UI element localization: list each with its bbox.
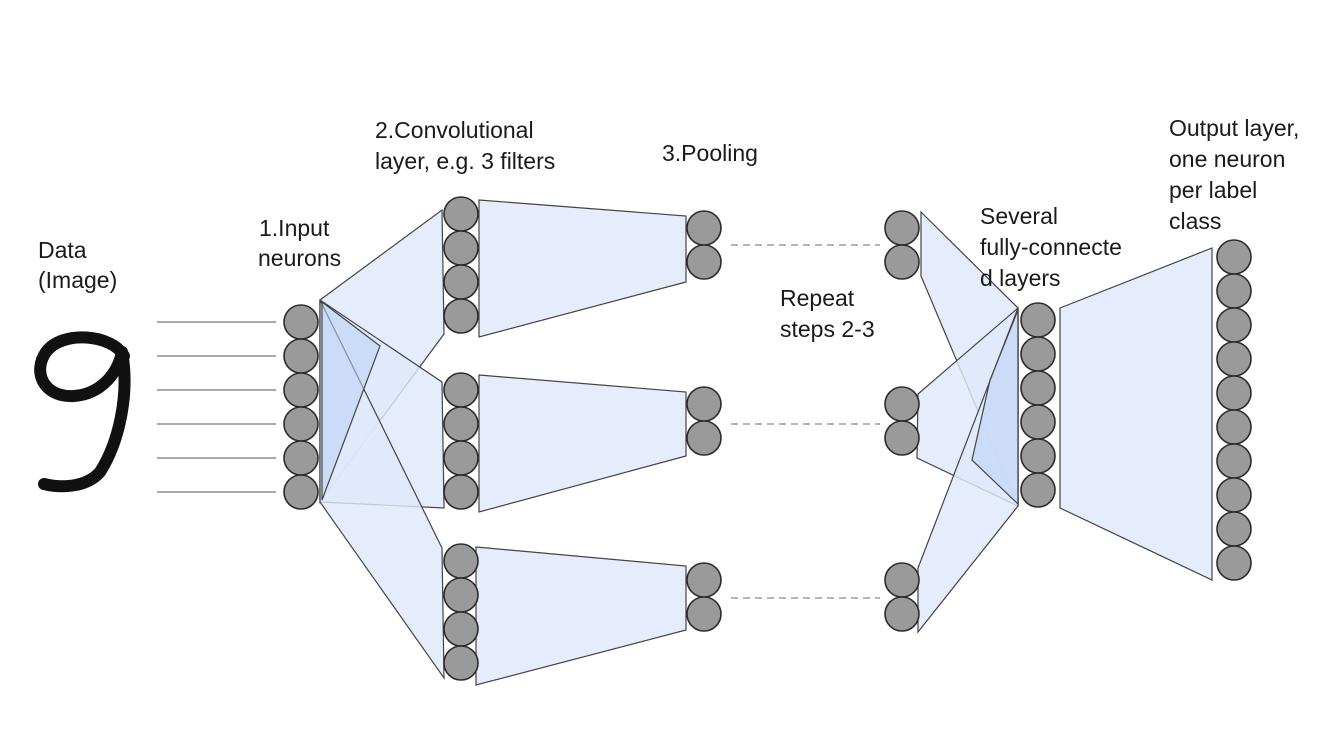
input-neurons-label: 1.Input neurons <box>258 215 341 271</box>
fully-connected-neurons <box>1020 302 1056 508</box>
repeated-pooling-neurons <box>884 210 920 632</box>
fc-label-line-2: fully-connecte <box>980 234 1122 260</box>
pooling-trapezoid-1 <box>478 199 687 338</box>
input-lines <box>157 321 276 493</box>
data-label-line-2: (Image) <box>38 267 117 293</box>
input-to-conv-connections <box>319 208 445 680</box>
fc-to-output-connection <box>1059 247 1213 581</box>
conv-filter-1-neurons <box>443 196 479 334</box>
repeat-dashed-lines <box>731 244 880 599</box>
input-neurons <box>283 304 319 510</box>
conv-filter-2-neurons <box>443 372 479 510</box>
repeat-steps-label: Repeat steps 2-3 <box>780 285 875 342</box>
pooling-label: 3.Pooling <box>662 140 758 166</box>
conv-label-line-2: layer, e.g. 3 filters <box>375 148 555 174</box>
fully-connected-label: Several fully-connecte d layers <box>980 203 1122 291</box>
output-label-line-3: per label <box>1169 177 1257 203</box>
fc-label-line-3: d layers <box>980 265 1061 291</box>
handwritten-digit-icon <box>34 331 131 493</box>
convolutional-layer-label: 2.Convolutional layer, e.g. 3 filters <box>375 117 555 174</box>
output-label-line-4: class <box>1169 208 1221 234</box>
input-label-line-1: 1.Input <box>259 215 330 241</box>
conv-label-line-1: 2.Convolutional <box>375 117 534 143</box>
pooling-neurons <box>686 210 722 632</box>
fc-overlap-region <box>971 309 1019 506</box>
output-neurons <box>1216 239 1252 581</box>
repeat-label-line-2: steps 2-3 <box>780 316 875 342</box>
conv-filter-3-neurons <box>443 543 479 681</box>
input-label-line-2: neurons <box>258 245 341 271</box>
output-label-line-1: Output layer, <box>1169 115 1299 141</box>
repeat-label-line-1: Repeat <box>780 285 855 311</box>
output-label-line-2: one neuron <box>1169 146 1285 172</box>
pooling-trapezoid-3 <box>475 546 687 686</box>
conv-to-pooling-connections <box>475 199 687 686</box>
fc-label-line-1: Several <box>980 203 1058 229</box>
pooling-trapezoid-2 <box>478 374 687 513</box>
pool-label-line-1: 3.Pooling <box>662 140 758 166</box>
data-label: Data (Image) <box>38 237 117 293</box>
input-overlap-region <box>321 300 381 501</box>
data-label-line-1: Data <box>38 237 87 263</box>
output-layer-label: Output layer, one neuron per label class <box>1169 115 1299 234</box>
